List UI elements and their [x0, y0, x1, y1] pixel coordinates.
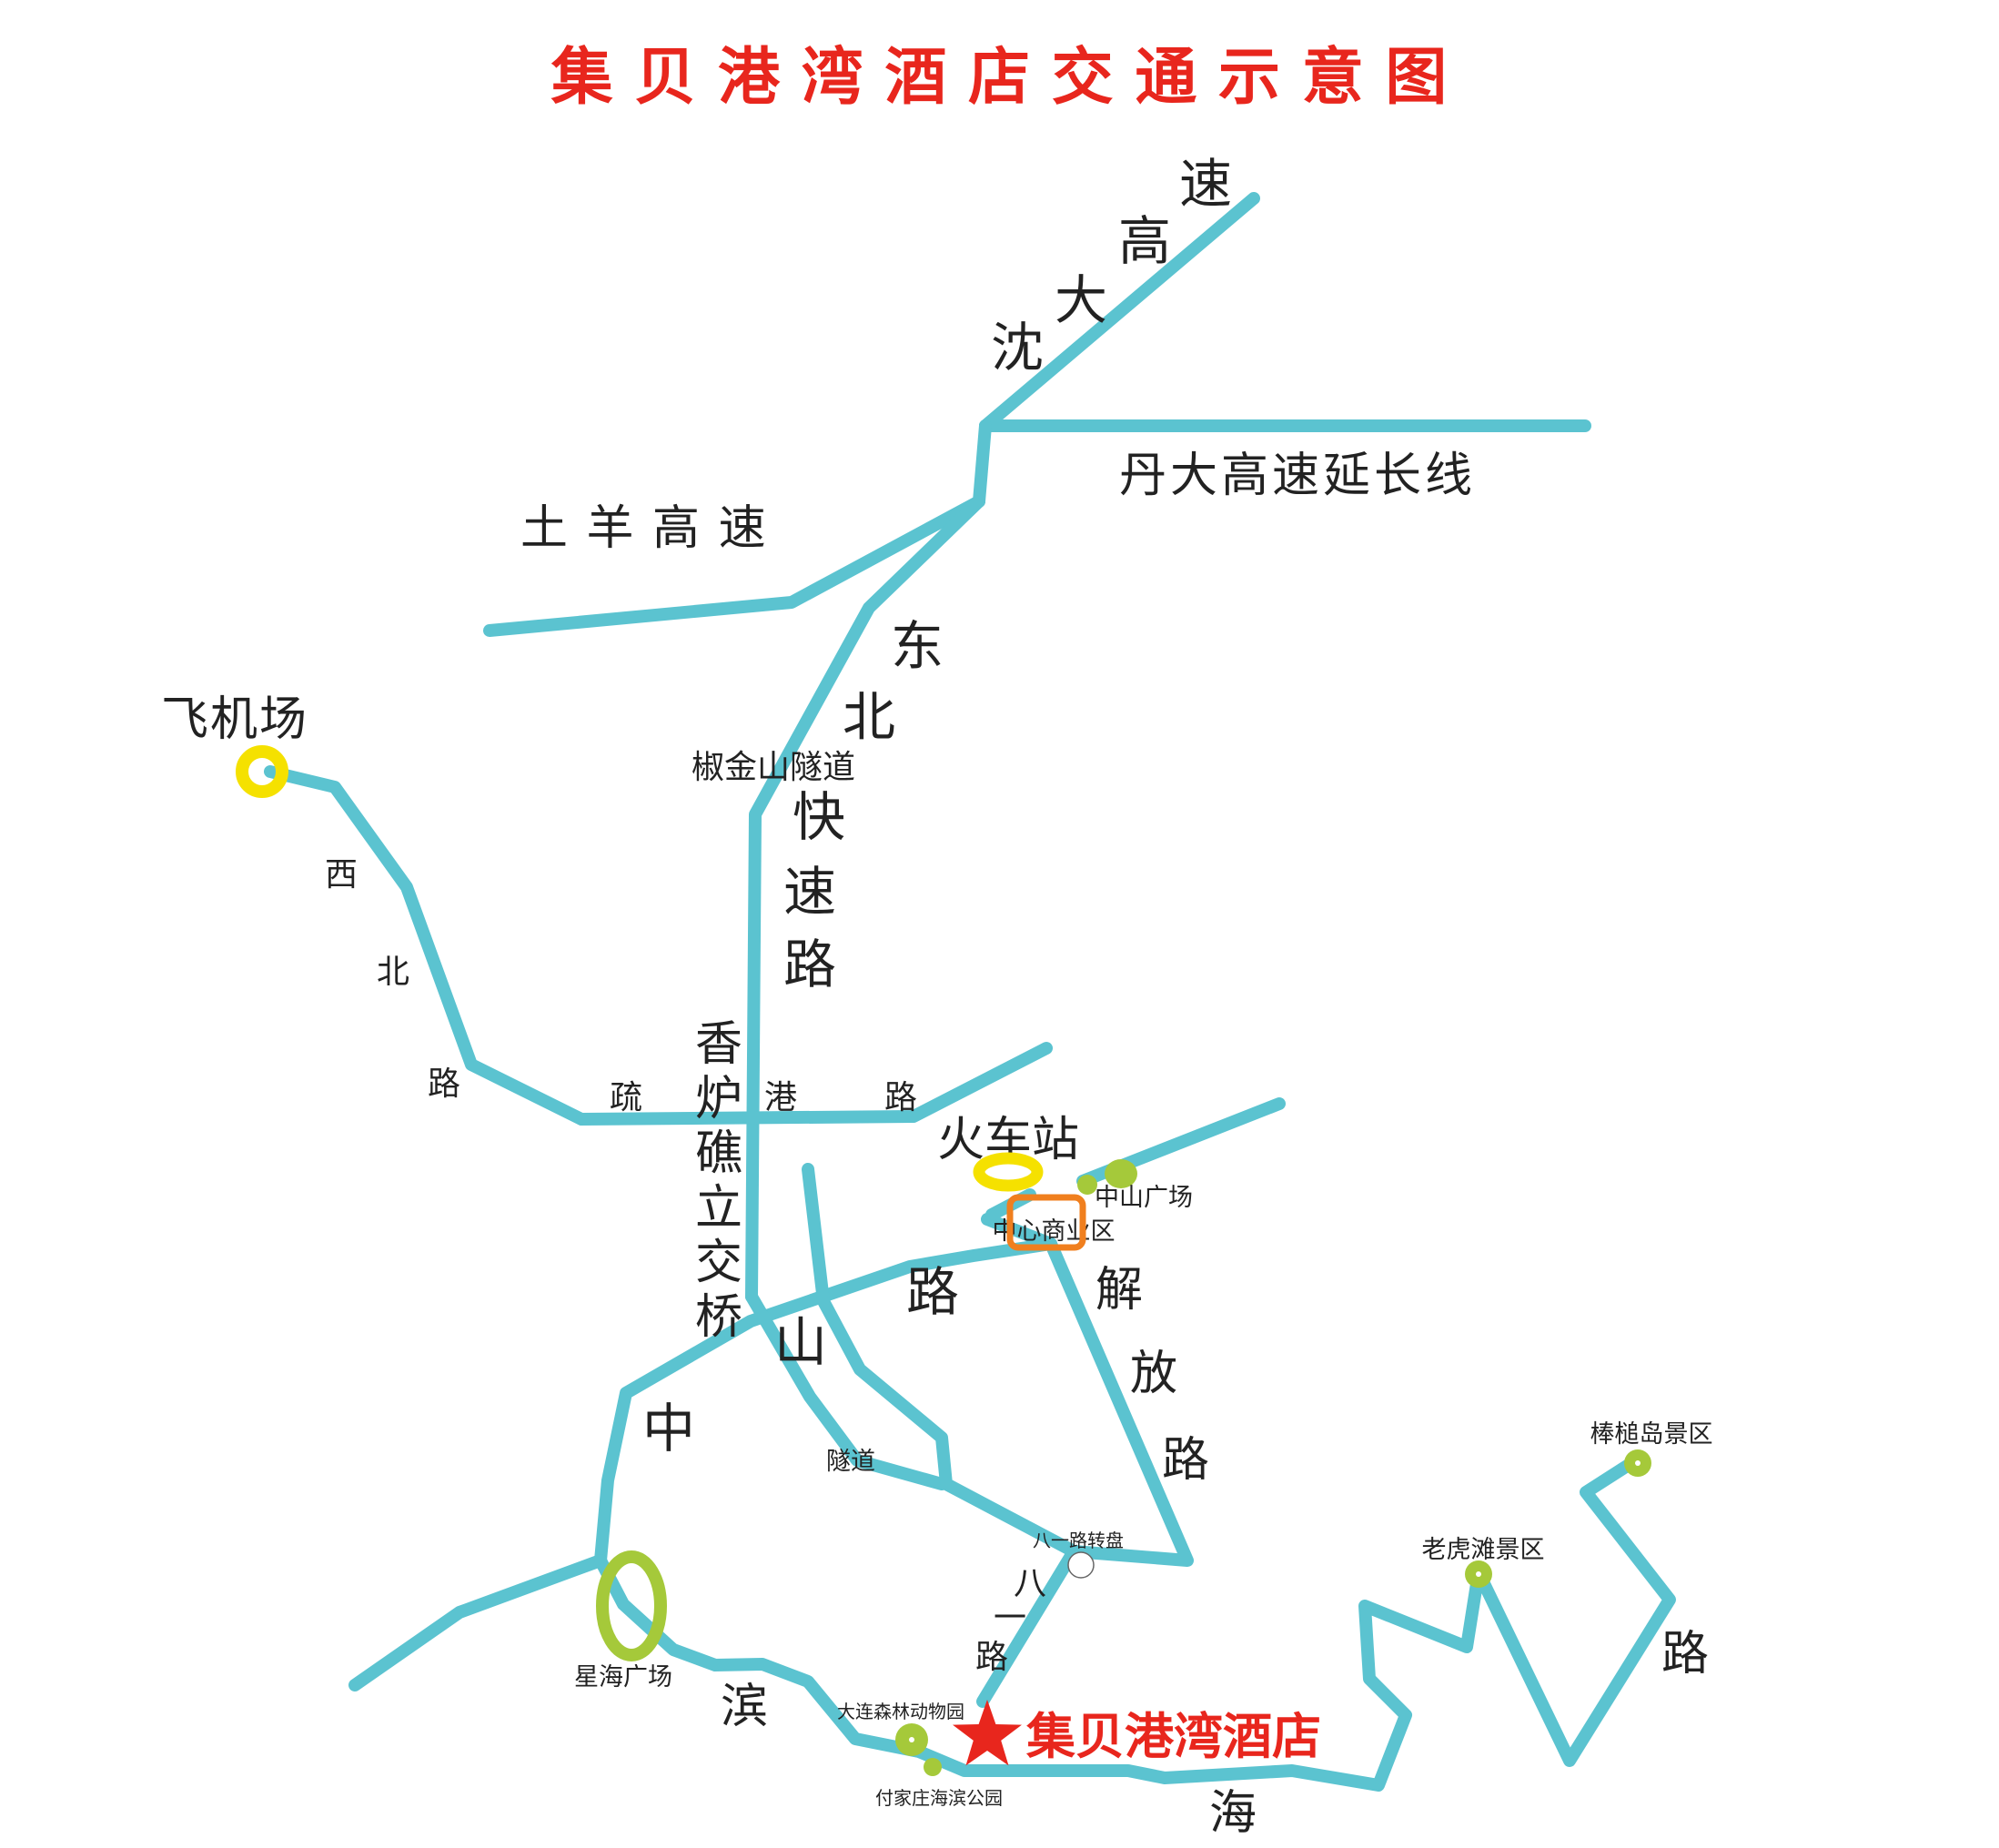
tunnel-road-west [745, 1290, 948, 1490]
road-label: 山 [774, 1311, 827, 1373]
zhongshan-square-label: 中山广场 [1095, 1184, 1193, 1212]
hotel-name: 集贝港湾酒店 [1025, 1708, 1321, 1765]
zoo-center-icon [909, 1737, 914, 1742]
west-coast-road [348, 1554, 607, 1691]
zoo-label: 大连森林动物园 [837, 1701, 964, 1722]
bangchui-center-icon [1635, 1460, 1641, 1466]
roundabout-icon [1067, 1551, 1095, 1579]
tunnel-short-label: 隧道 [826, 1448, 875, 1476]
road-label: 北 [377, 954, 409, 991]
danda-label: 丹大高速延长线 [1119, 449, 1476, 503]
road-label: 海 [1209, 1786, 1257, 1841]
road-label: 一 [994, 1600, 1026, 1637]
road-network [264, 192, 1676, 1792]
road-label: 礁 [695, 1126, 742, 1181]
road-label: 立 [695, 1181, 742, 1236]
tuyang-expressway [483, 495, 985, 637]
road-label: 路 [783, 934, 836, 995]
road-label: 沈 [991, 317, 1044, 379]
road-label: 路 [906, 1261, 959, 1323]
landmarks: 飞机场 椒金山隧道 火车站 中山广场 中心商业区 隧道 八一路转盘 星海广场 大… [161, 692, 1713, 1809]
star-icon [953, 1700, 1022, 1766]
tunnel-label: 椒金山隧道 [692, 749, 855, 786]
road-label: 解 [1095, 1263, 1143, 1318]
road-label: 西 [325, 856, 358, 894]
cbd-road [981, 1213, 1057, 1250]
zhongshan-road [594, 1237, 1057, 1567]
tunnel-road [802, 1163, 1080, 1558]
jiefang-road [1045, 1237, 1194, 1567]
road-label: 放 [1130, 1347, 1177, 1401]
road-label: 路 [975, 1639, 1008, 1676]
road-label: 东 [891, 615, 944, 677]
road-label: 路 [1162, 1433, 1209, 1488]
shugang-road [575, 1042, 1053, 1126]
road-label: 速 [783, 861, 836, 923]
xibei-road [264, 765, 588, 1126]
roundabout-label: 八一路转盘 [1033, 1530, 1124, 1551]
road-label: 桥 [695, 1290, 742, 1345]
road-label: 北 [843, 686, 895, 748]
bangchui-label: 棒槌岛景区 [1590, 1420, 1713, 1449]
road-label: 快 [793, 786, 845, 848]
road-label: 港 [764, 1079, 797, 1116]
road-label: 滨 [721, 1680, 768, 1734]
road-label: 路 [1661, 1627, 1709, 1681]
road-label: 大 [1055, 269, 1107, 331]
road-label: 香 [695, 1017, 742, 1072]
cbd-marker [1006, 1194, 1086, 1251]
road-label: 炉 [695, 1072, 742, 1126]
road-label: 路 [884, 1079, 917, 1116]
road-label: 中 [642, 1398, 695, 1459]
laohutan-center-icon [1476, 1571, 1481, 1577]
laohutan-label: 老虎滩景区 [1422, 1536, 1545, 1564]
fujiazhuang-label: 付家庄海滨公园 [875, 1787, 1003, 1809]
zhongshan-square-marker [1105, 1159, 1137, 1188]
road-label: 路 [428, 1065, 460, 1103]
road-label: 速 [1179, 153, 1232, 215]
map-title: 集 贝 港 湾 酒 店 交 通 示 意 图 [550, 42, 1448, 114]
fujiazhuang-marker [924, 1758, 942, 1776]
road-label: 交 [695, 1236, 742, 1290]
scenic-dot-icon [1077, 1175, 1097, 1195]
bayi-road [976, 1545, 1080, 1708]
airport-marker [236, 745, 288, 798]
dongbei-express-road [745, 495, 985, 1303]
road-label: 八 [1014, 1565, 1046, 1602]
road-labels: 速 高 大 沈 丹大高速延长线 土 羊 高 速 东 北 快 速 路 西 北 路 … [325, 153, 1709, 1841]
airport-label: 飞机场 [161, 692, 308, 747]
xinghai-label: 星海广场 [574, 1663, 672, 1691]
station-marker [973, 1152, 1044, 1192]
hotel-marker: 集贝港湾酒店 [953, 1700, 1321, 1766]
road-label: 高 [1118, 210, 1171, 272]
connector-road [973, 419, 992, 508]
road-label: 疏 [610, 1079, 642, 1116]
xinghai-marker [596, 1550, 667, 1661]
tuyang-label: 土 羊 高 速 [520, 501, 768, 556]
binhai-road [594, 1457, 1676, 1792]
shenda-expressway [979, 192, 1260, 432]
